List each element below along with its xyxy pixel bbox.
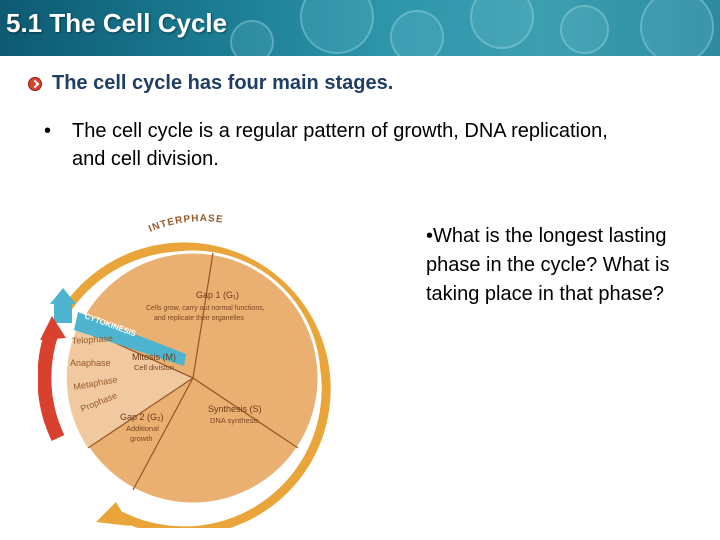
interphase-label: INTERPHASE [147,213,224,235]
cytokinesis-arrow [54,303,72,323]
g2-line2: growth [130,434,153,443]
s-name: Synthesis (S) [208,404,262,414]
slide-title: 5.1 The Cell Cycle [6,8,228,38]
heading-row: The cell cycle has four main stages. [28,72,393,95]
bullet-marker: • [44,120,52,142]
s-desc: DNA synthesis [210,416,259,425]
cell-cycle-svg: INTERPHASE CYTOKINESIS MITOSIS Telophase… [37,213,331,536]
mitosis-arrowhead [40,316,66,340]
mitosis-desc: Cell division [134,363,174,372]
cytokinesis-arrowhead [50,288,76,304]
cytokinesis-band [74,312,186,366]
title-banner: 5.1 The Cell Cycle [0,0,720,56]
phase-label: Anaphase [70,358,111,368]
bullet-point: • The cell cycle is a regular pattern of… [44,117,644,173]
bullet-text: The cell cycle is a regular pattern of g… [72,120,608,170]
mitosis-wedge [66,326,193,448]
interphase-arrowhead [96,502,130,526]
cell-cycle-diagram: INTERPHASE CYTOKINESIS MITOSIS Telophase… [37,208,338,536]
slide-heading: The cell cycle has four main stages. [52,72,394,94]
arrow-bullet-icon [28,76,42,91]
mitosis-name: Mitosis (M) [132,352,176,362]
mitosis-arrow [37,329,65,442]
question-text: •What is the longest lasting phase in th… [426,225,670,305]
g1-line2: and replicate their organelles [154,315,244,322]
g1-name: Gap 1 (G₁) [196,290,239,300]
phase-label: Telophase [71,333,113,346]
g2-line1: Additional [126,424,159,433]
g2-name: Gap 2 (G₂) [120,412,164,422]
g1-line1: Cells grow, carry out normal functions, [146,305,265,312]
